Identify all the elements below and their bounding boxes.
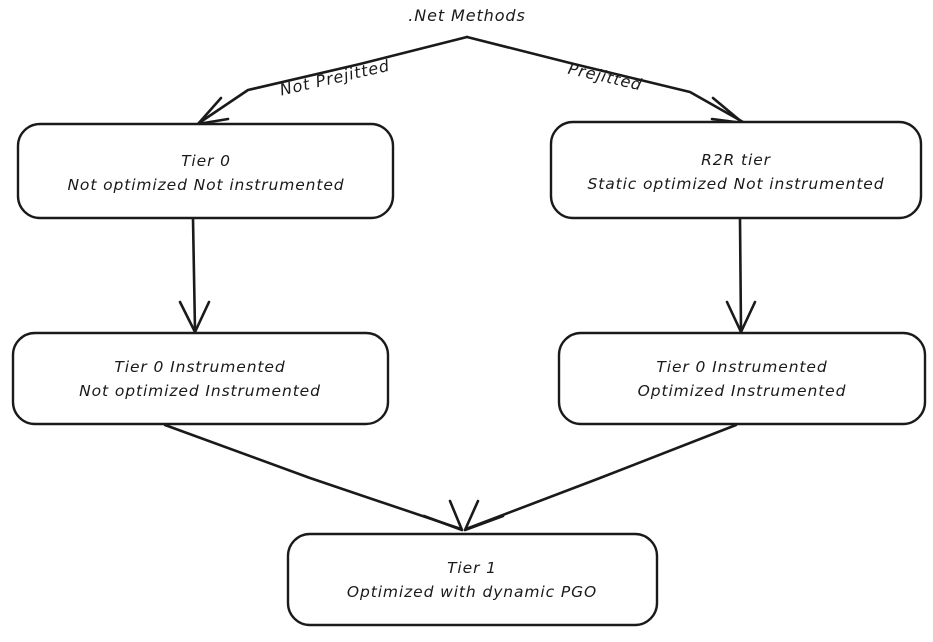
node-tier1-line1: Tier 1 [447,559,497,577]
node-tier0-instrumented-left[interactable]: Tier 0 Instrumented Not optimized Instru… [11,331,390,426]
edge-tier0-to-tier0-instrumented-left [178,217,211,334]
node-tier1-box[interactable] [286,532,659,627]
node-tier0-instrumented-left-box[interactable] [11,331,390,426]
edge-root-to-r2r-line [465,35,745,124]
edge-r2r-right-line [738,217,743,332]
node-tier0-instrumented-right-line1: Tier 0 Instrumented [656,358,827,376]
node-tier1-line2: Optimized with dynamic PGO [347,583,597,601]
node-tier0-line2: Not optimized Not instrumented [67,176,344,194]
edge-root-to-tier0-line [197,35,469,125]
edge-right-to-tier1-line [464,423,738,531]
root-node-label: .Net Methods [408,6,525,25]
edge-left-instrumented-to-tier1 [163,423,464,532]
node-tier0-instrumented-left-line1: Tier 0 Instrumented [114,358,285,376]
edge-root-to-r2r: Prejitted [465,35,745,125]
edge-left-to-tier1-arrowhead [422,499,464,532]
edge-right-to-tier1-arrowhead [463,499,505,532]
edge-root-to-tier0: Not Prejitted [196,35,469,126]
node-r2r-tier-line1: R2R tier [701,151,772,169]
edge-label-prejitted: Prejitted [566,59,644,95]
node-r2r-tier[interactable]: R2R tier Static optimized Not instrument… [549,120,923,220]
node-tier0-instrumented-right[interactable]: Tier 0 Instrumented Optimized Instrument… [557,331,927,426]
node-tier0-line1: Tier 0 [181,152,231,170]
node-r2r-tier-box[interactable] [549,120,923,220]
edge-left-to-tier1-line [163,423,463,531]
node-r2r-tier-line2: Static optimized Not instrumented [588,175,885,193]
edge-label-not-prejitted: Not Prejitted [278,56,392,100]
node-tier0-instrumented-right-box[interactable] [557,331,927,426]
edge-root-to-r2r-arrowhead [710,96,745,125]
edge-r2r-to-tier0-instrumented-right [725,217,757,334]
node-tier0-instrumented-right-line2: Optimized Instrumented [638,382,847,400]
node-tier0[interactable]: Tier 0 Not optimized Not instrumented [16,122,395,220]
edge-tier0-left-line [191,217,197,332]
edge-right-instrumented-to-tier1 [463,423,738,532]
edge-root-to-tier0-arrowhead [196,96,230,126]
node-tier0-box[interactable] [16,122,395,220]
node-tier1[interactable]: Tier 1 Optimized with dynamic PGO [286,532,659,627]
node-tier0-instrumented-left-line2: Not optimized Instrumented [79,382,321,400]
